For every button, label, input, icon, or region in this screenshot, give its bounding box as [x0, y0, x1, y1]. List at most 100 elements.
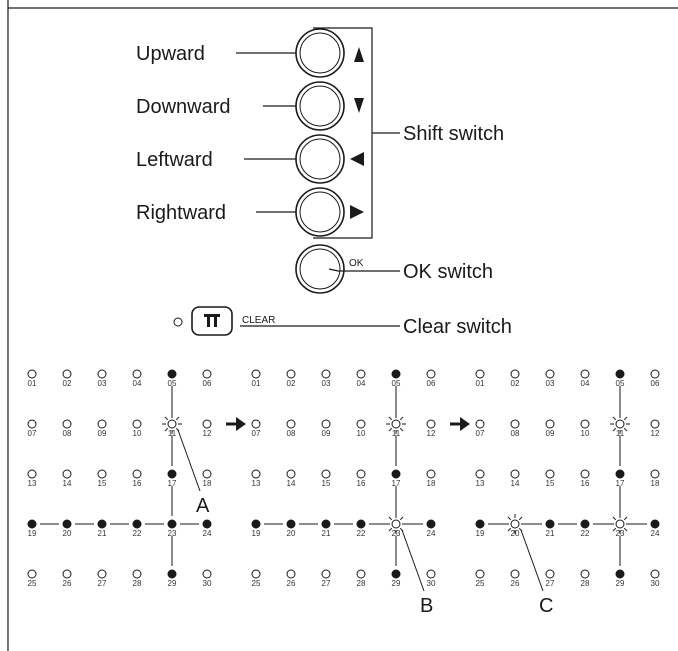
led-number: 08	[287, 429, 296, 438]
led-number: 10	[581, 429, 590, 438]
led-number: 06	[427, 379, 436, 388]
led-ray	[612, 527, 617, 532]
clear-button[interactable]	[191, 306, 233, 336]
led-off	[356, 419, 366, 429]
led-off	[286, 469, 296, 479]
right-arrow-icon	[450, 417, 470, 431]
led-number: 21	[546, 529, 555, 538]
led-on	[167, 519, 177, 529]
led-number: 11	[616, 429, 625, 438]
up-button[interactable]	[295, 28, 345, 78]
led-off	[356, 569, 366, 579]
led-off	[356, 369, 366, 379]
led-number: 09	[546, 429, 555, 438]
led-number: 23	[392, 529, 401, 538]
led-number: 02	[287, 379, 296, 388]
led-off	[510, 569, 520, 579]
led-number: 18	[651, 479, 660, 488]
led-on	[132, 519, 142, 529]
led-number: 24	[651, 529, 660, 538]
led-off	[426, 569, 436, 579]
left-button[interactable]	[295, 134, 345, 184]
callout-leader	[520, 529, 544, 592]
led-number: 12	[427, 429, 436, 438]
led-on	[167, 569, 177, 579]
led-off	[321, 419, 331, 429]
led-on	[391, 469, 401, 479]
led-number: 19	[28, 529, 37, 538]
right-button[interactable]	[295, 187, 345, 237]
led-off	[286, 569, 296, 579]
led-number: 28	[357, 579, 366, 588]
led-number: 25	[252, 579, 261, 588]
led-on	[286, 519, 296, 529]
led-number: 29	[392, 579, 401, 588]
led-number: 27	[98, 579, 107, 588]
led-on	[391, 569, 401, 579]
led-number: 01	[476, 379, 485, 388]
led-off	[286, 369, 296, 379]
led-on	[97, 519, 107, 529]
callout-label: B	[420, 595, 433, 617]
led-number: 02	[63, 379, 72, 388]
led-ray	[399, 416, 404, 421]
led-ray	[175, 416, 180, 421]
led-off	[580, 569, 590, 579]
led-number: 13	[28, 479, 37, 488]
led-number: 29	[616, 579, 625, 588]
led-off	[475, 469, 485, 479]
led-number: 16	[357, 479, 366, 488]
led-off	[132, 419, 142, 429]
led-number: 16	[581, 479, 590, 488]
down-button[interactable]	[295, 81, 345, 131]
led-number: 10	[133, 429, 142, 438]
led-number: 14	[511, 479, 520, 488]
led-number: 25	[476, 579, 485, 588]
led-number: 26	[287, 579, 296, 588]
led-off	[251, 569, 261, 579]
led-number: 20	[287, 529, 296, 538]
led-off	[27, 569, 37, 579]
led-off	[27, 469, 37, 479]
clear-indicator-led	[173, 317, 183, 327]
led-number: 05	[392, 379, 401, 388]
led-off	[97, 419, 107, 429]
led-off	[251, 469, 261, 479]
led-off	[97, 569, 107, 579]
led-number: 26	[63, 579, 72, 588]
ok-button[interactable]	[295, 244, 345, 294]
led-number: 14	[287, 479, 296, 488]
led-ray	[507, 516, 512, 521]
led-ray	[507, 527, 512, 532]
led-number: 19	[252, 529, 261, 538]
led-number: 04	[133, 379, 142, 388]
led-ray	[612, 427, 617, 432]
led-number: 19	[476, 529, 485, 538]
led-number: 05	[168, 379, 177, 388]
led-number: 23	[168, 529, 177, 538]
led-off	[62, 419, 72, 429]
led-number: 15	[546, 479, 555, 488]
led-off	[510, 469, 520, 479]
led-number: 27	[546, 579, 555, 588]
led-off	[251, 419, 261, 429]
led-off	[202, 419, 212, 429]
led-number: 01	[28, 379, 37, 388]
led-number: 17	[616, 479, 625, 488]
led-number: 20	[63, 529, 72, 538]
led-number: 20	[511, 529, 520, 538]
led-number: 30	[651, 579, 660, 588]
led-off	[251, 369, 261, 379]
led-off	[62, 569, 72, 579]
led-ray	[164, 416, 169, 421]
led-off	[545, 469, 555, 479]
led-ray	[623, 416, 628, 421]
led-ray	[623, 427, 628, 432]
led-off	[62, 469, 72, 479]
led-number: 07	[28, 429, 37, 438]
led-on	[475, 519, 485, 529]
led-off	[545, 569, 555, 579]
led-number: 03	[546, 379, 555, 388]
led-off	[545, 419, 555, 429]
